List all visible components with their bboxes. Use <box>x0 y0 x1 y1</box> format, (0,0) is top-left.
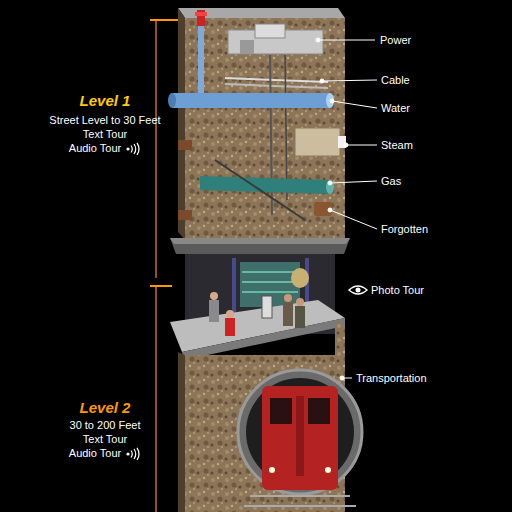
person <box>209 300 219 322</box>
leader-line <box>330 181 377 183</box>
level-heading: Level 1 <box>80 92 131 110</box>
leader-dot <box>328 208 332 212</box>
utility-label: Water <box>381 102 410 115</box>
tour-link: Audio Tour <box>69 447 121 460</box>
gas-main-end <box>326 180 334 194</box>
leader-dot <box>340 376 344 380</box>
person <box>296 298 304 306</box>
stair-step <box>242 272 298 273</box>
leader-dot <box>344 143 348 147</box>
cable <box>225 78 328 82</box>
gas-main <box>200 176 330 194</box>
leader-dot <box>330 99 334 103</box>
leader-dot <box>316 38 320 42</box>
utility-label: Steam <box>381 139 413 152</box>
slab-top <box>170 238 350 244</box>
train-window <box>270 398 292 424</box>
person <box>226 310 234 318</box>
steam-duct <box>295 128 340 156</box>
service-pipe <box>215 160 305 220</box>
train-door-seam <box>296 396 304 476</box>
earth-block <box>335 320 345 360</box>
tunnel-ring <box>238 370 362 494</box>
leader-dot <box>320 79 324 83</box>
earth-side <box>178 352 185 512</box>
forgotten-pipe <box>314 202 332 216</box>
cable <box>225 84 328 88</box>
water-main <box>172 93 330 108</box>
leader-dot <box>328 181 332 185</box>
forgotten-pipe <box>178 140 192 150</box>
person <box>295 306 305 328</box>
forgotten-pipe <box>178 210 192 220</box>
person <box>225 318 235 336</box>
level-tick <box>150 285 172 287</box>
leader-line <box>318 40 375 41</box>
train-light <box>269 467 275 473</box>
tour-link: Photo Tour <box>371 284 424 297</box>
tour-link: Audio Tour <box>69 142 121 155</box>
train-window <box>308 398 330 424</box>
water-main-end <box>326 93 334 108</box>
audio-icon <box>125 447 141 460</box>
utility-label: Transportation <box>356 372 427 385</box>
eye-icon <box>349 286 367 294</box>
water-main-end <box>168 93 176 108</box>
column <box>232 258 236 318</box>
stair-step <box>242 292 298 293</box>
utility-label: Cable <box>381 74 410 87</box>
round-sign <box>291 268 309 288</box>
level-bar <box>155 20 157 278</box>
person <box>284 294 292 302</box>
level-tick <box>150 19 178 21</box>
depth-range: Street Level to 30 Feet <box>49 114 160 127</box>
earth-side <box>178 8 185 240</box>
person <box>283 302 293 326</box>
power-duct <box>240 40 254 54</box>
person <box>210 292 218 300</box>
vertical-cable <box>285 55 287 200</box>
level-bar <box>155 286 157 512</box>
train-light <box>325 467 331 473</box>
platform-edge <box>182 318 345 360</box>
power-box <box>255 24 285 38</box>
earth-block <box>185 18 345 240</box>
tour-link: Text Tour <box>83 433 127 446</box>
track <box>244 505 356 507</box>
stair-step <box>242 282 298 283</box>
level-heading: Level 2 <box>80 399 131 417</box>
leader-line <box>330 210 377 229</box>
utility-label: Gas <box>381 175 401 188</box>
leader-line <box>332 101 377 108</box>
utility-label: Forgotten <box>381 223 428 236</box>
leader-line <box>346 145 377 146</box>
hydrant-cap <box>195 12 207 16</box>
utility-label: Power <box>380 34 411 47</box>
slab <box>170 238 350 254</box>
turnstile <box>262 296 272 318</box>
tour-link: Text Tour <box>83 128 127 141</box>
leader-line <box>322 80 377 81</box>
track <box>250 495 350 497</box>
depth-range: 30 to 200 Feet <box>70 419 141 432</box>
audio-icon <box>125 142 141 155</box>
subway-car <box>262 386 338 490</box>
